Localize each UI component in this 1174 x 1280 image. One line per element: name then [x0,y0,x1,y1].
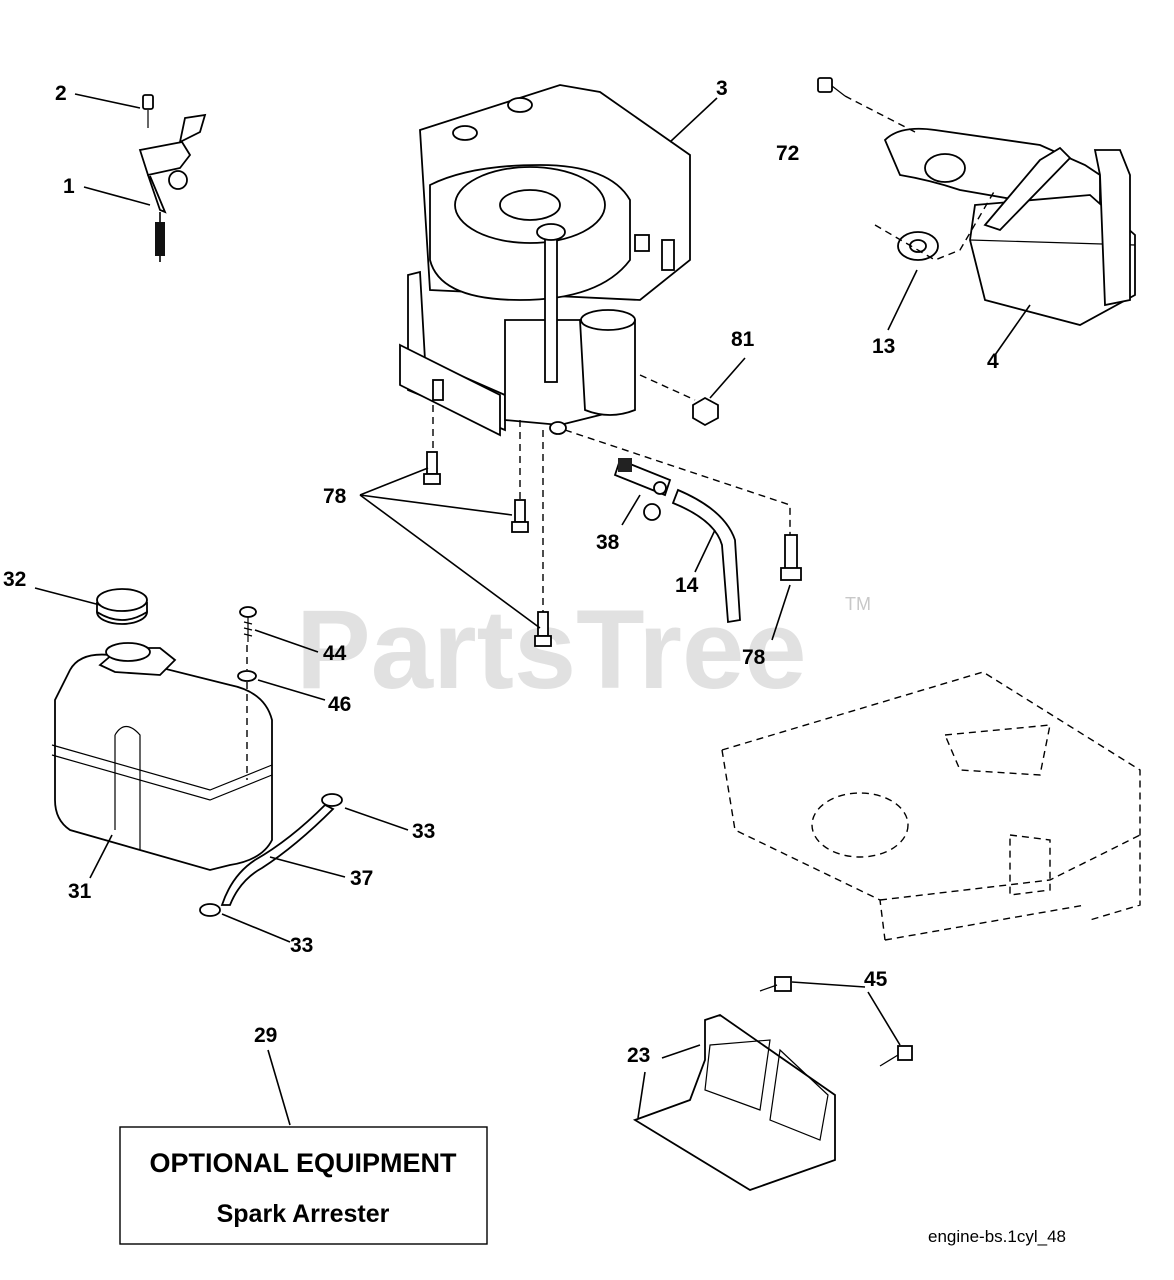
callout-72: 72 [776,142,799,165]
callout-81: 81 [731,328,755,351]
callout-78-right: 78 [742,646,766,669]
nut-81-part [692,396,719,427]
callout-3: 3 [716,77,728,100]
callout-45: 45 [864,968,888,991]
screw-45-parts [759,976,913,1067]
partstree-watermark: PartsTree [296,587,807,712]
callout-38: 38 [596,531,620,554]
callout-32: 32 [3,568,26,591]
fuel-line-14-part [671,488,741,624]
callout-23: 23 [627,1044,650,1067]
callout-33-upper: 33 [412,820,435,843]
screw-44-part [239,606,257,642]
callout-13: 13 [872,335,895,358]
callout-31: 31 [68,880,92,903]
optional-equipment-title: OPTIONAL EQUIPMENT [149,1148,457,1178]
washer-46-part [237,670,257,682]
clamp-33-upper-part [321,793,343,807]
trademark-mark: TM [845,594,871,614]
muffler-part [883,127,1136,326]
optional-equipment-subtitle: Spark Arrester [217,1200,390,1228]
callout-4: 4 [987,350,999,373]
callout-46: 46 [328,693,351,716]
callout-2: 2 [55,82,67,105]
hose-37-part [220,803,335,906]
callout-78-left: 78 [323,485,347,508]
frame-outline [721,671,1141,941]
callout-37: 37 [350,867,373,890]
throttle-control-part [138,94,207,262]
fuel-tank-31-part [51,642,273,871]
diagram-reference-code: engine-bs.1cyl_48 [928,1227,1066,1246]
optional-equipment-box [119,1126,488,1245]
callout-44: 44 [323,642,347,665]
callout-14: 14 [675,574,699,597]
callout-33-lower: 33 [290,934,313,957]
callout-29: 29 [254,1024,277,1047]
callout-1: 1 [63,175,75,198]
leader-lines [34,93,1031,1126]
fuel-valve-38-part [613,458,672,521]
spark-arrester-plate-23-part [632,1014,836,1191]
fuel-cap-32-part [96,588,148,625]
bolt-72-part [817,77,846,97]
clamp-33-lower-part [199,903,221,917]
engine-part [399,84,691,437]
